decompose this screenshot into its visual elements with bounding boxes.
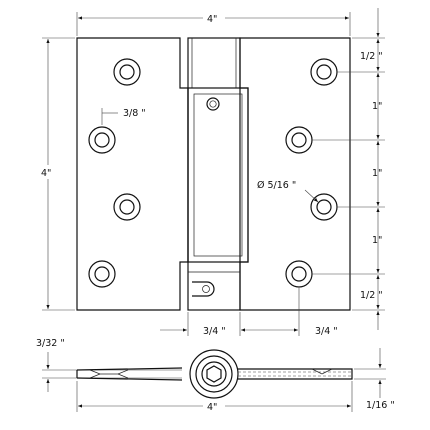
screw-hole-icon	[310, 193, 338, 221]
top-margin-label: 1/2 "	[360, 51, 383, 62]
screw-hole-icon	[285, 260, 313, 288]
hinge-front-view	[76, 37, 351, 311]
screw-hole-icon	[113, 58, 141, 86]
spring-barrel	[187, 37, 241, 311]
hole-spacing-label: 1"	[372, 168, 382, 179]
hole-offset-label: 3/8 "	[123, 108, 146, 119]
hole-spacing-label: 1"	[372, 101, 382, 112]
hole-spacing-label: 1"	[372, 235, 382, 246]
hinge-side-view	[42, 348, 386, 413]
screw-hole-icon	[285, 126, 313, 154]
screw-hole-icon	[88, 126, 116, 154]
screw-hole-icon	[113, 193, 141, 221]
barrel-spring-window	[187, 87, 249, 263]
right-leaf-outline	[239, 37, 351, 311]
overall-width-label: 4"	[207, 14, 217, 25]
side-width-label: 4"	[207, 402, 217, 413]
leaf-thickness-label: 3/32 "	[36, 338, 65, 349]
dimension-lines	[38, 8, 385, 336]
tension-screw-icon	[206, 97, 220, 111]
right-hole-offset-label: 3/4 "	[315, 326, 338, 337]
screw-hole-icon	[310, 58, 338, 86]
screw-hole-icon	[88, 260, 116, 288]
left-knuckle-offset-label: 3/4 "	[203, 326, 226, 337]
barrel-end-icon	[189, 349, 239, 399]
left-leaf-outline	[76, 37, 189, 311]
hole-diameter-label: Ø 5/16 "	[257, 180, 296, 191]
pin-tab-icon	[192, 281, 215, 297]
bottom-margin-label: 1/2 "	[360, 290, 383, 301]
overall-height-label: 4"	[41, 168, 51, 179]
side-gap-label: 1/16 "	[366, 400, 395, 411]
